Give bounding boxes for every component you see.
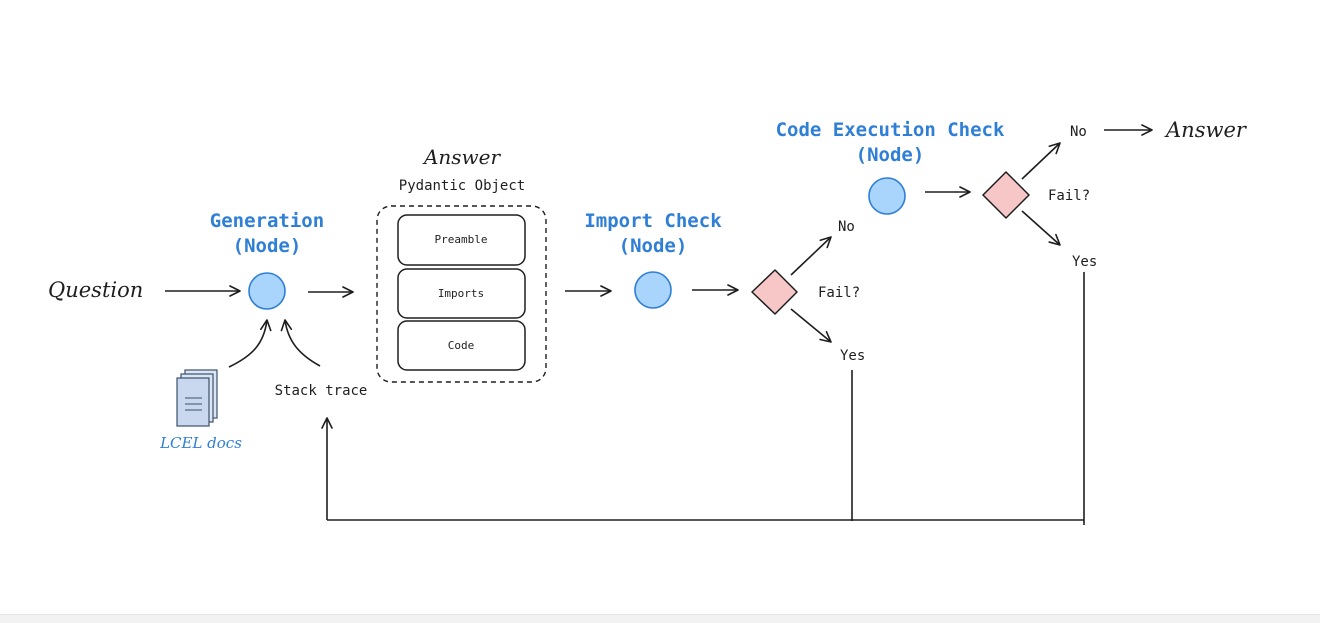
bottom-strip [0,614,1320,623]
answer-field-preamble-box [397,214,526,266]
answer-field-preamble: Preamble [435,233,488,246]
import-check-subtitle: (Node) [619,235,688,257]
import-yes-label: Yes [840,348,865,364]
arrow-code-no [1021,142,1061,180]
code-yes-label: Yes [1072,254,1097,270]
stack-trace-label: Stack trace [275,383,368,399]
code-check-subtitle: (Node) [856,144,925,166]
arrow-import-no [790,236,832,276]
docs-label: LCEL docs [159,434,242,452]
arrow-code-yes [1021,210,1061,246]
generation-node [248,272,286,310]
import-check-title: Import Check [584,210,722,232]
answer-object-container [376,205,547,383]
document-stack-icon [176,369,218,427]
generation-subtitle: (Node) [233,235,302,257]
generation-title: Generation [210,210,324,232]
arrow-import-yes [790,308,832,343]
import-check-node [634,271,672,309]
import-fail-decision [751,269,798,315]
answer-object-title: Answer [422,145,502,169]
final-answer-label: Answer [1164,118,1248,142]
answer-field-code-box [397,320,526,371]
code-check-title: Code Execution Check [776,119,1005,141]
code-fail-decision [982,171,1030,219]
code-check-node [868,177,906,215]
code-fail-label: Fail? [1048,188,1090,204]
answer-field-imports-box [397,268,526,319]
answer-field-code: Code [448,339,475,352]
code-no-label: No [1070,124,1087,140]
arrow-docs-to-generation [228,319,272,368]
import-no-label: No [838,219,855,235]
answer-object-subtitle: Pydantic Object [399,178,525,194]
import-fail-label: Fail? [818,285,860,301]
question-label: Question [48,278,143,302]
answer-field-imports: Imports [438,287,484,300]
arrow-stack-trace-to-generation [280,319,321,367]
